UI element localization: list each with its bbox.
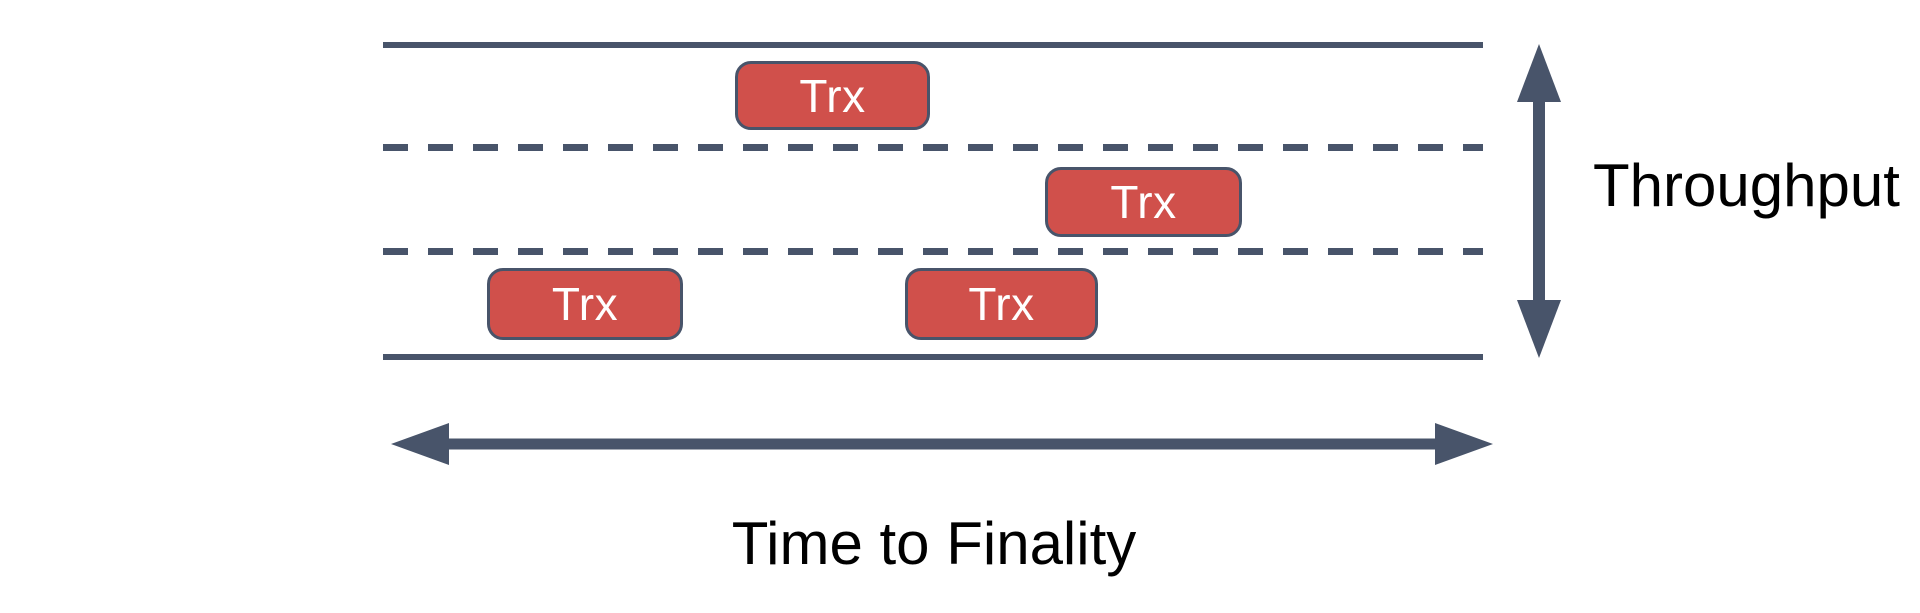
time-to-finality-axis-label: Time to Finality xyxy=(731,510,1137,577)
trx-box-lane3-right: Trx xyxy=(905,268,1098,340)
trx-box-lane2: Trx xyxy=(1045,167,1242,237)
trx-box-lane3-left: Trx xyxy=(487,268,683,340)
trx-box-label: Trx xyxy=(1110,176,1177,228)
lane-divider-1 xyxy=(383,144,1483,151)
trx-box-lane1: Trx xyxy=(735,61,930,130)
throughput-double-arrow-icon xyxy=(1517,44,1561,358)
trx-box-label: Trx xyxy=(551,278,619,330)
lane-divider-2 xyxy=(383,248,1483,255)
throughput-axis-label: Throughput xyxy=(1593,152,1900,219)
road-top-edge xyxy=(383,42,1483,48)
time-to-finality-double-arrow-icon xyxy=(391,423,1493,465)
trx-box-label: Trx xyxy=(799,69,866,122)
trx-box-label: Trx xyxy=(968,278,1035,330)
road-bottom-edge xyxy=(383,354,1483,360)
